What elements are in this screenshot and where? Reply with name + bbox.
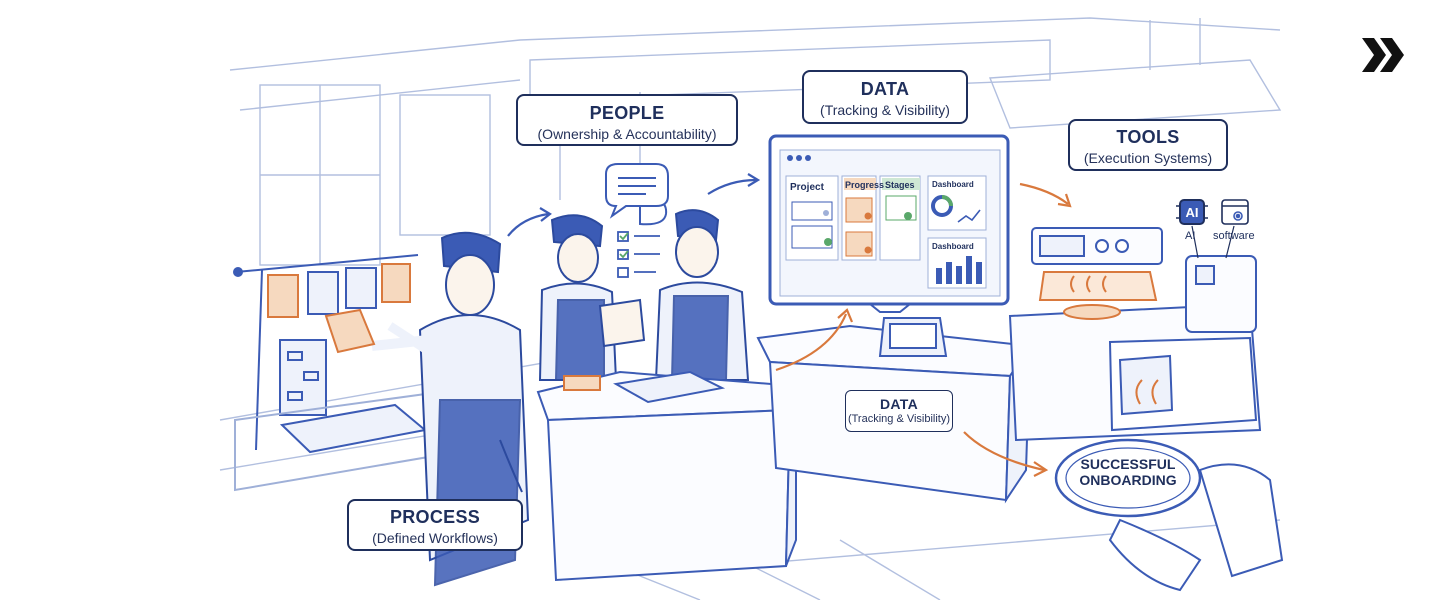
screen-panel-dashboard: Dashboard <box>932 180 974 189</box>
label-tools-title: TOOLS <box>1070 127 1226 148</box>
outcome-label: SUCCESSFUL ONBOARDING <box>1078 456 1178 488</box>
screen-col-project: Project <box>790 182 824 193</box>
screen-col-progress: Progress <box>845 180 884 190</box>
dashboard-monitor <box>770 136 1008 312</box>
label-people-sub: (Ownership & Accountability) <box>518 126 736 142</box>
prep-island <box>538 372 796 580</box>
label-tools-sub: (Execution Systems) <box>1070 150 1226 166</box>
ai-chip-glyph: AI <box>1180 205 1204 220</box>
order-rail <box>234 255 440 490</box>
software-label: software <box>1213 230 1255 242</box>
screen-col-stages: Stages <box>885 180 915 190</box>
outcome-line-1: SUCCESSFUL <box>1078 456 1178 472</box>
label-people: PEOPLE (Ownership & Accountability) <box>516 94 738 146</box>
label-data-counter-sub: (Tracking & Visibility) <box>846 413 952 425</box>
label-process: PROCESS (Defined Workflows) <box>347 499 523 551</box>
checklist-icon <box>618 232 660 277</box>
label-process-title: PROCESS <box>349 507 521 528</box>
label-data-top-title: DATA <box>804 79 966 100</box>
label-people-title: PEOPLE <box>518 103 736 124</box>
outcome-line-2: ONBOARDING <box>1078 472 1178 488</box>
label-data-counter-title: DATA <box>846 396 952 412</box>
label-tools: TOOLS (Execution Systems) <box>1068 119 1228 171</box>
label-process-sub: (Defined Workflows) <box>349 530 521 546</box>
label-data-counter: DATA (Tracking & Visibility) <box>845 390 953 432</box>
screen-panel-dashboard-2: Dashboard <box>932 242 974 251</box>
software-window-icon <box>1222 200 1248 224</box>
kitchen-equipment <box>1010 228 1260 440</box>
label-data-top-sub: (Tracking & Visibility) <box>804 102 966 118</box>
label-data-top: DATA (Tracking & Visibility) <box>802 70 968 124</box>
ai-label: AI <box>1185 230 1195 242</box>
speech-bubbles-icon <box>606 164 668 224</box>
double-chevron-icon <box>1360 36 1406 74</box>
